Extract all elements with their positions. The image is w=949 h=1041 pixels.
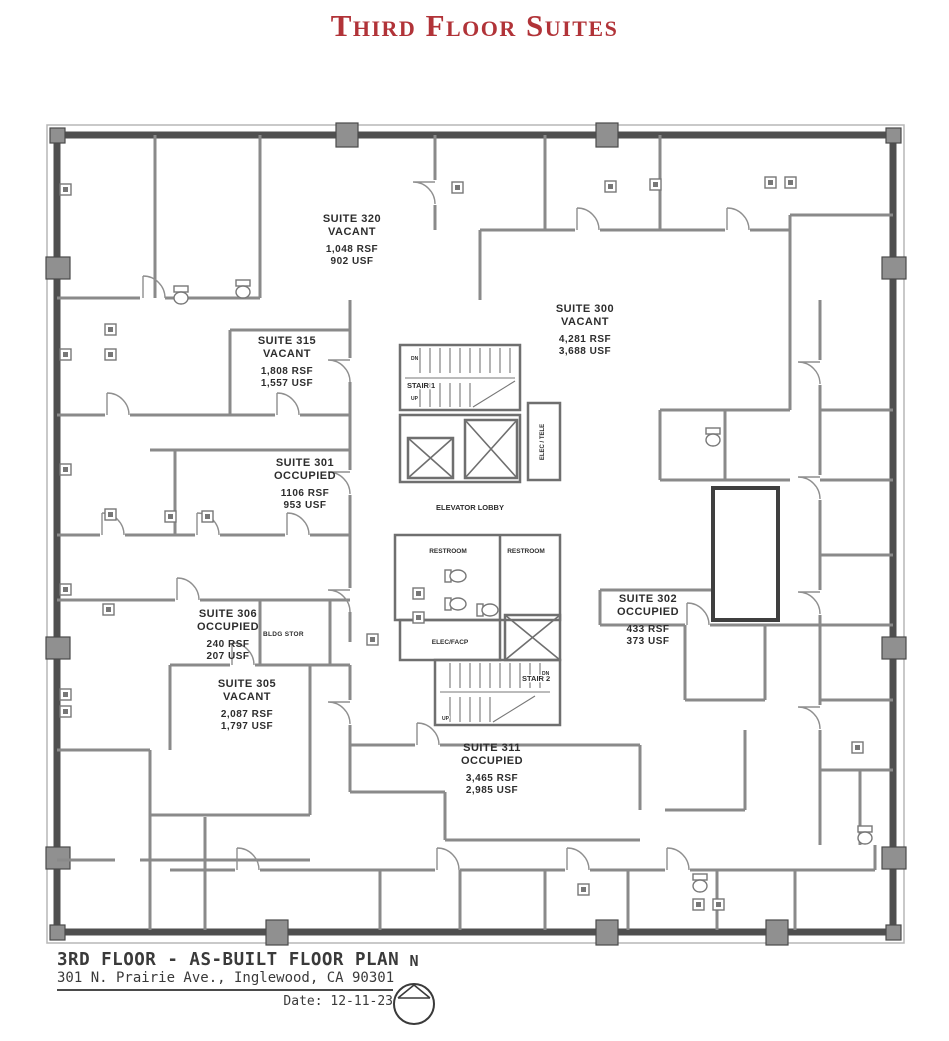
plan-outer-border: [46, 124, 905, 944]
suite-rsf: 3,465 RSF: [465, 773, 519, 785]
plan-title: 3RD FLOOR - AS-BUILT FLOOR PLAN: [57, 950, 400, 970]
suite-rsf: 433 RSF: [626, 624, 670, 636]
suite-status: OCCUPIED: [616, 606, 680, 619]
suite-label-305: SUITE 305 VACANT 2,087 RSF 1,797 USF: [192, 678, 302, 733]
suite-usf: 902 USF: [330, 256, 374, 268]
suite-name: SUITE 306: [198, 608, 258, 620]
stair2-dn-label: DN: [542, 671, 550, 677]
suite-status: VACANT: [222, 691, 271, 704]
page-title: Third Floor Suites: [330, 8, 619, 43]
elevator-1: [406, 436, 455, 480]
stair2-label: STAIR 2: [522, 674, 550, 683]
suite-status: VACANT: [560, 316, 609, 329]
shaft-x-marks: [407, 419, 561, 661]
suite-status: OCCUPIED: [196, 621, 260, 634]
suite-usf: 953 USF: [283, 500, 327, 512]
stair-treads: [405, 348, 550, 723]
elec-facp-label: ELEC/FACP: [432, 639, 469, 646]
suite-usf: 207 USF: [206, 651, 250, 663]
suite-name: SUITE 300: [555, 303, 615, 315]
north-letter: N: [409, 952, 419, 970]
north-arrow-symbol: [393, 983, 435, 1025]
interior-walls: [57, 135, 893, 930]
elevator-2: [463, 418, 519, 480]
suite-label-315: SUITE 315 VACANT 1,808 RSF 1,557 USF: [232, 335, 342, 390]
building-core: [393, 343, 562, 727]
suite-status: VACANT: [327, 226, 376, 239]
plan-address: 301 N. Prairie Ave., Inglewood, CA 90301: [57, 970, 394, 991]
suite-rsf: 240 RSF: [206, 639, 250, 651]
suite-rsf: 2,087 RSF: [220, 709, 274, 721]
bldg-stor-label: BLDG STOR: [263, 631, 304, 638]
suite-name: SUITE 301: [275, 457, 335, 469]
suite-label-311: SUITE 311 OCCUPIED 3,465 RSF 2,985 USF: [437, 742, 547, 797]
suite-label-301: SUITE 301 OCCUPIED 1106 RSF 953 USF: [250, 457, 360, 512]
restroom-left-label: RESTROOM: [429, 548, 467, 555]
north-arrow: N: [390, 952, 438, 1032]
suite-name: SUITE 302: [618, 593, 678, 605]
suite-name: SUITE 305: [217, 678, 277, 690]
suite-label-306: SUITE 306 OCCUPIED 240 RSF 207 USF: [173, 608, 283, 663]
suite-status: VACANT: [262, 348, 311, 361]
plan-date: Date: 12-11-23: [283, 994, 393, 1009]
panel-fixtures: [59, 176, 864, 911]
suite-usf: 1,797 USF: [220, 721, 274, 733]
suite-label-300: SUITE 300 VACANT 4,281 RSF 3,688 USF: [530, 303, 640, 358]
elec-tele-room: [526, 401, 562, 482]
elevator-shaft-block: [398, 413, 522, 484]
stair1-room: [398, 343, 522, 412]
suite-usf: 1,557 USF: [260, 378, 314, 390]
stair1-dn-label: DN: [411, 356, 419, 362]
restroom-right-label: RESTROOM: [507, 548, 545, 555]
title-block: 3RD FLOOR - AS-BUILT FLOOR PLAN 301 N. P…: [57, 950, 400, 1009]
suite-usf: 2,985 USF: [465, 785, 519, 797]
bold-demising-wall-room: [711, 486, 780, 622]
suite-usf: 3,688 USF: [558, 346, 612, 358]
suite-usf: 373 USF: [626, 636, 670, 648]
stair1-up-label: UP: [411, 396, 419, 402]
suite-name: SUITE 315: [257, 335, 317, 347]
stair2-room: [433, 658, 562, 727]
suite-rsf: 1106 RSF: [280, 488, 330, 500]
floor-plan: STAIR 1 DN UP STAIR 2 DN UP ELEVATOR LOB…: [45, 120, 907, 948]
stair1-label: STAIR 1: [407, 381, 435, 390]
suite-status: OCCUPIED: [273, 470, 337, 483]
suite-label-320: SUITE 320 VACANT 1,048 RSF 902 USF: [297, 213, 407, 268]
suite-rsf: 1,048 RSF: [325, 244, 379, 256]
suite-label-302: SUITE 302 OCCUPIED 433 RSF 373 USF: [593, 593, 703, 648]
stair2-up-label: UP: [442, 716, 450, 722]
elec-tele-label: ELEC / TELE: [540, 424, 546, 460]
floor-plan-drawing: STAIR 1 DN UP STAIR 2 DN UP ELEVATOR LOB…: [45, 122, 907, 946]
suite-name: SUITE 311: [463, 742, 521, 754]
structural-columns: [45, 122, 907, 946]
elevator-lobby-label: ELEVATOR LOBBY: [436, 503, 504, 512]
suite-name: SUITE 320: [322, 213, 382, 225]
toilet-fixtures: [173, 279, 873, 893]
suite-status: OCCUPIED: [460, 755, 524, 768]
suite-rsf: 4,281 RSF: [558, 334, 612, 346]
suite-rsf: 1,808 RSF: [260, 366, 314, 378]
